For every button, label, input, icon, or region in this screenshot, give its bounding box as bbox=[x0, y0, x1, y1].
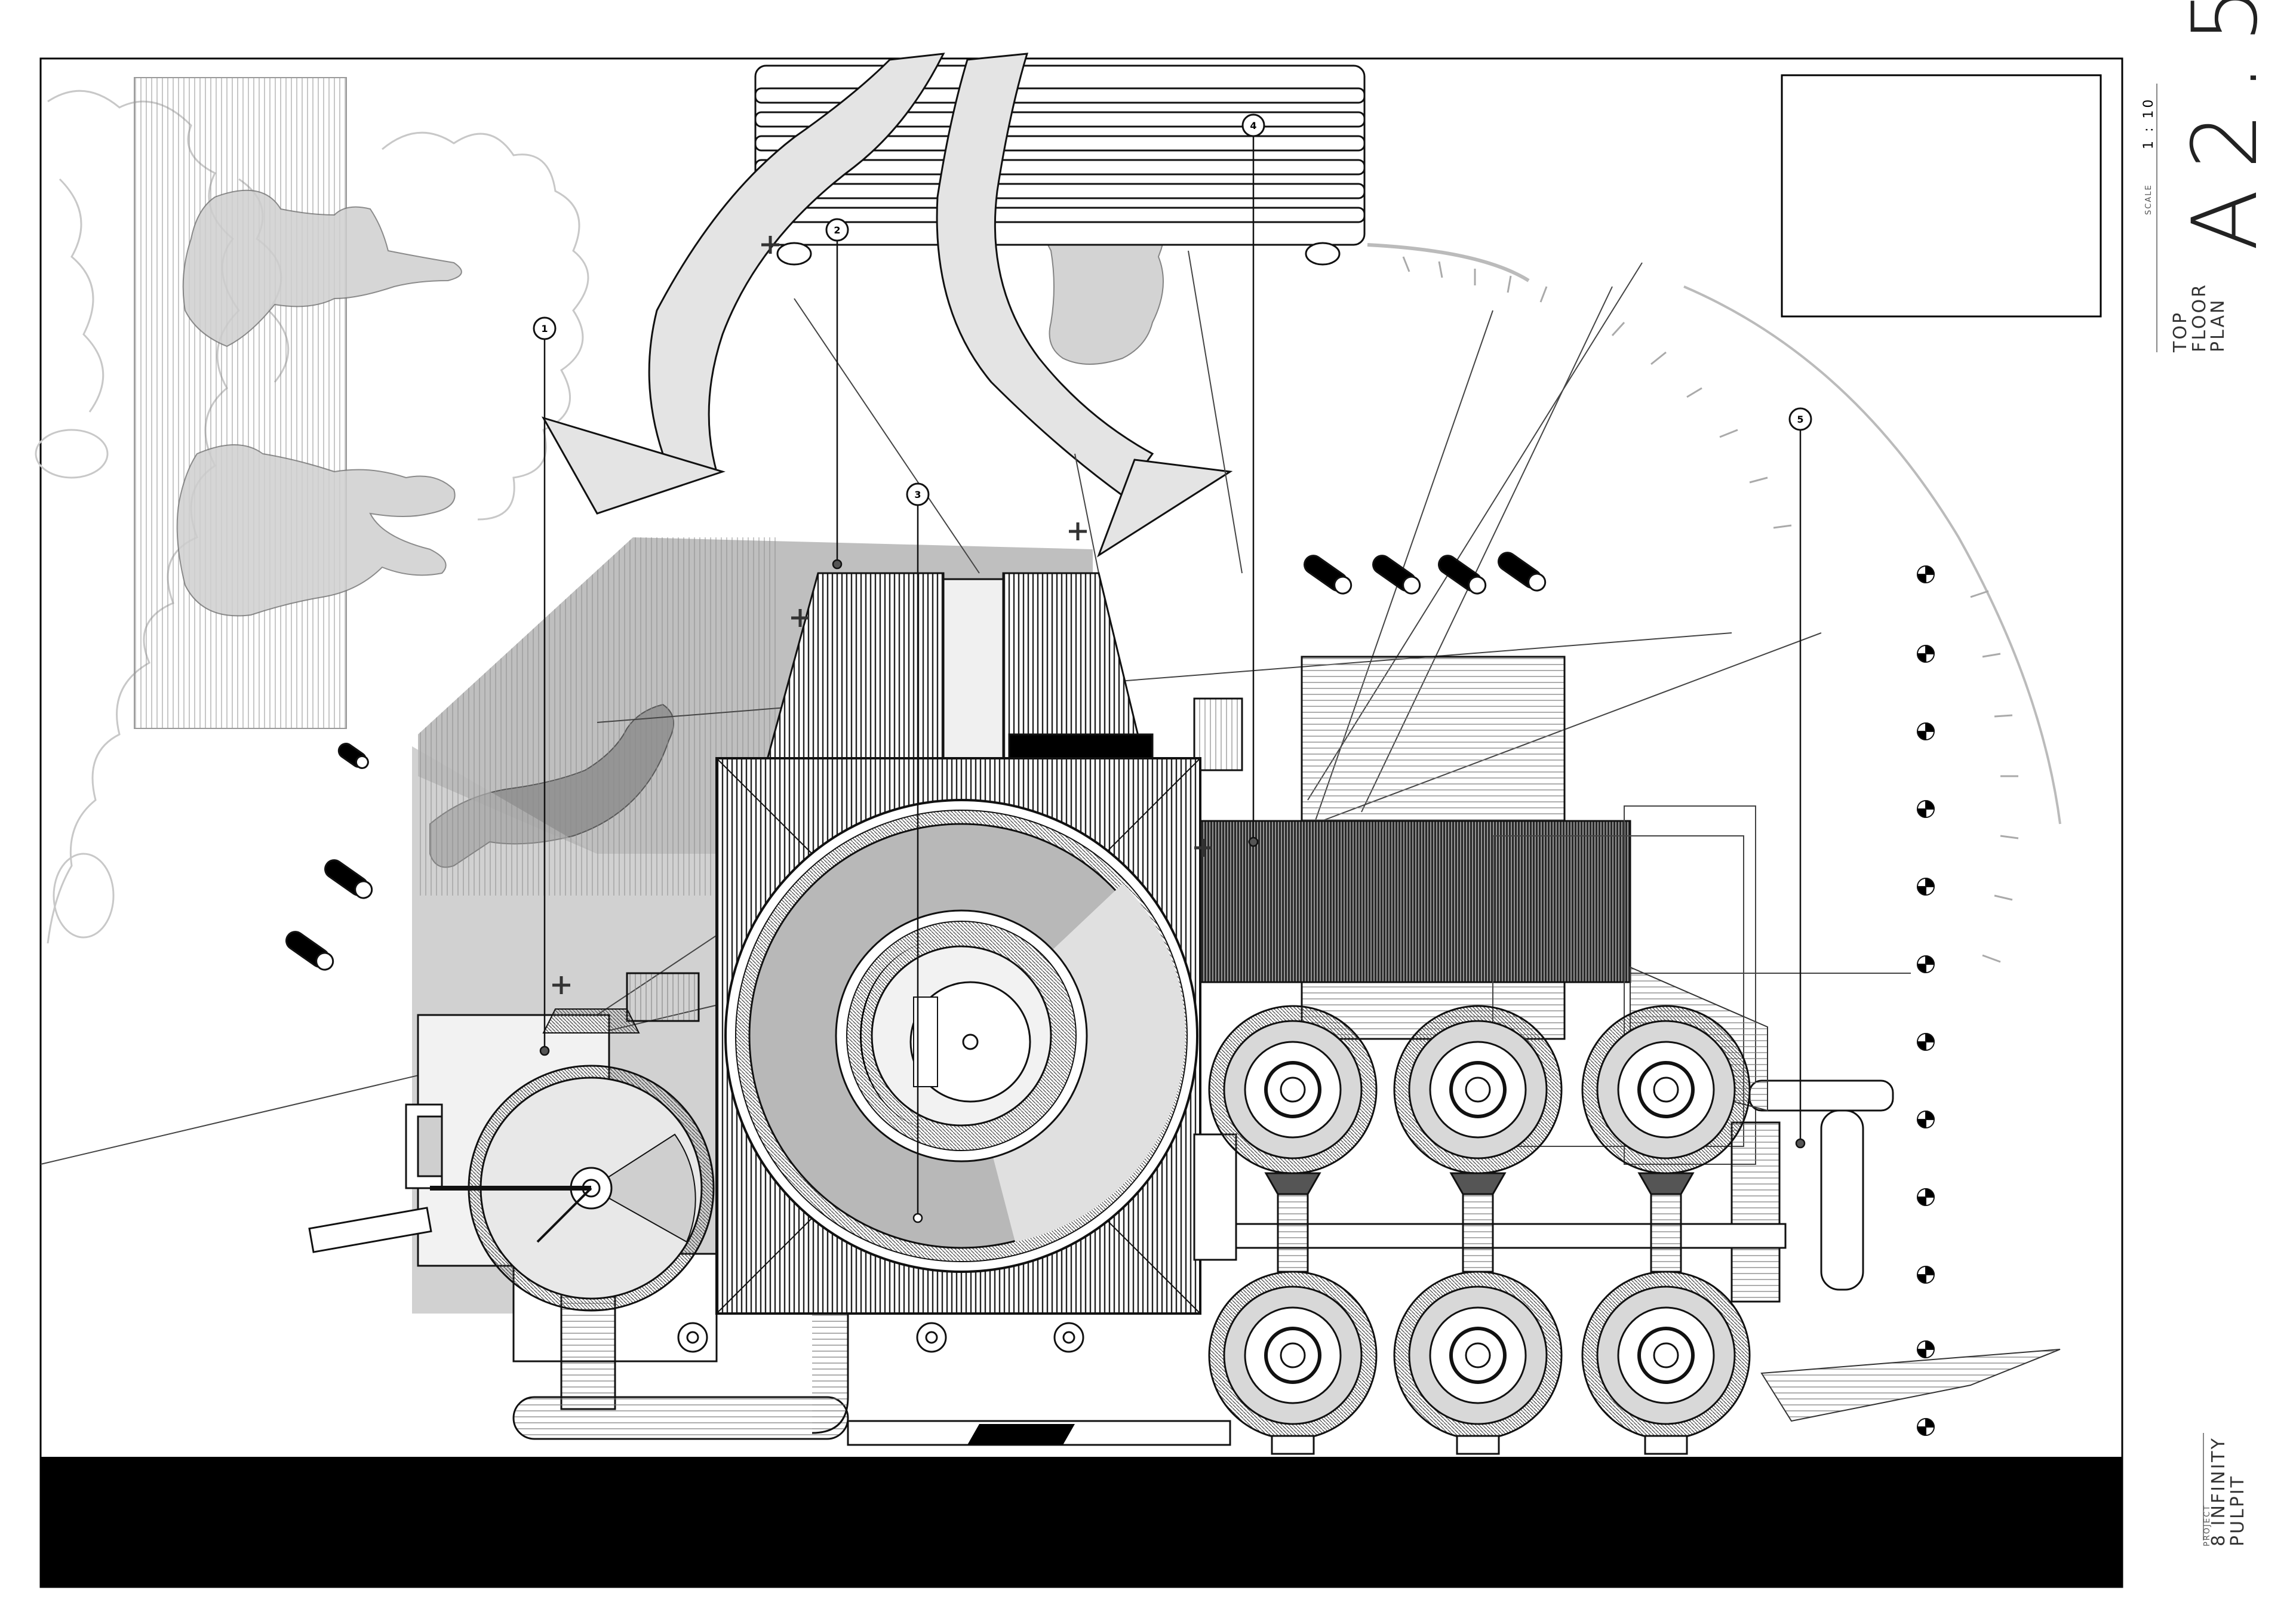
project-name-line: 8 INFINITY bbox=[2208, 1437, 2229, 1546]
callout-1-bubble bbox=[533, 316, 557, 340]
arrow-right-head bbox=[1097, 459, 1233, 558]
callout-labels: 1 2 3 4 5 bbox=[541, 120, 1803, 500]
ground-slab bbox=[41, 1457, 2122, 1587]
survey-markers bbox=[1916, 565, 1935, 1437]
callout-5-bubble bbox=[1788, 407, 1812, 431]
ghost-hand-upper bbox=[182, 189, 462, 347]
ghost-hand-lower bbox=[176, 444, 456, 617]
callout-1-label: 1 bbox=[541, 323, 548, 334]
scale-value: 1 : 10 bbox=[2141, 97, 2156, 149]
turbine-2-1 bbox=[1208, 1271, 1378, 1440]
arc-ticks bbox=[1402, 256, 2019, 963]
sheet-title-line: PLAN bbox=[2208, 298, 2229, 352]
capsules bbox=[285, 552, 1547, 971]
turbine-1-3 bbox=[1581, 1005, 1751, 1174]
title-block-image-box bbox=[1781, 74, 2102, 318]
project-name: 8 INFINITY PULPIT bbox=[2208, 1437, 2248, 1546]
sheet-title: TOP FLOOR PLAN bbox=[2170, 283, 2229, 352]
sheet-number: A2.5 bbox=[2174, 0, 2277, 251]
registration-crosses bbox=[552, 236, 1212, 994]
scale-label: SCALE bbox=[2144, 184, 2153, 215]
sheet-title-line: TOP bbox=[2170, 310, 2191, 352]
project-name-line: PULPIT bbox=[2227, 1474, 2248, 1546]
base-elements bbox=[512, 1312, 2061, 1446]
callout-3-bubble bbox=[906, 482, 930, 506]
central-housing bbox=[715, 757, 1201, 1315]
callout-5-label: 5 bbox=[1797, 414, 1803, 425]
callout-2-label: 2 bbox=[834, 224, 840, 236]
turbine-1-1 bbox=[1208, 1005, 1378, 1174]
callout-4-label: 4 bbox=[1250, 120, 1256, 131]
turbine-2-2 bbox=[1393, 1271, 1563, 1440]
callout-4-bubble bbox=[1241, 113, 1265, 137]
left-drum bbox=[430, 1008, 715, 1312]
sheet-title-line: FLOOR bbox=[2189, 283, 2210, 352]
central-towers bbox=[763, 572, 1243, 771]
turbine-1-2 bbox=[1393, 1005, 1563, 1174]
turbine-2-3 bbox=[1581, 1271, 1751, 1440]
callout-3-label: 3 bbox=[914, 489, 921, 500]
arrow-left-head bbox=[541, 416, 726, 515]
striped-panel-left bbox=[134, 77, 347, 729]
callout-2-bubble bbox=[825, 218, 849, 242]
turbine-grid bbox=[1208, 1005, 1751, 1455]
curved-arrows bbox=[541, 53, 1233, 558]
section-callouts bbox=[533, 113, 1812, 1223]
